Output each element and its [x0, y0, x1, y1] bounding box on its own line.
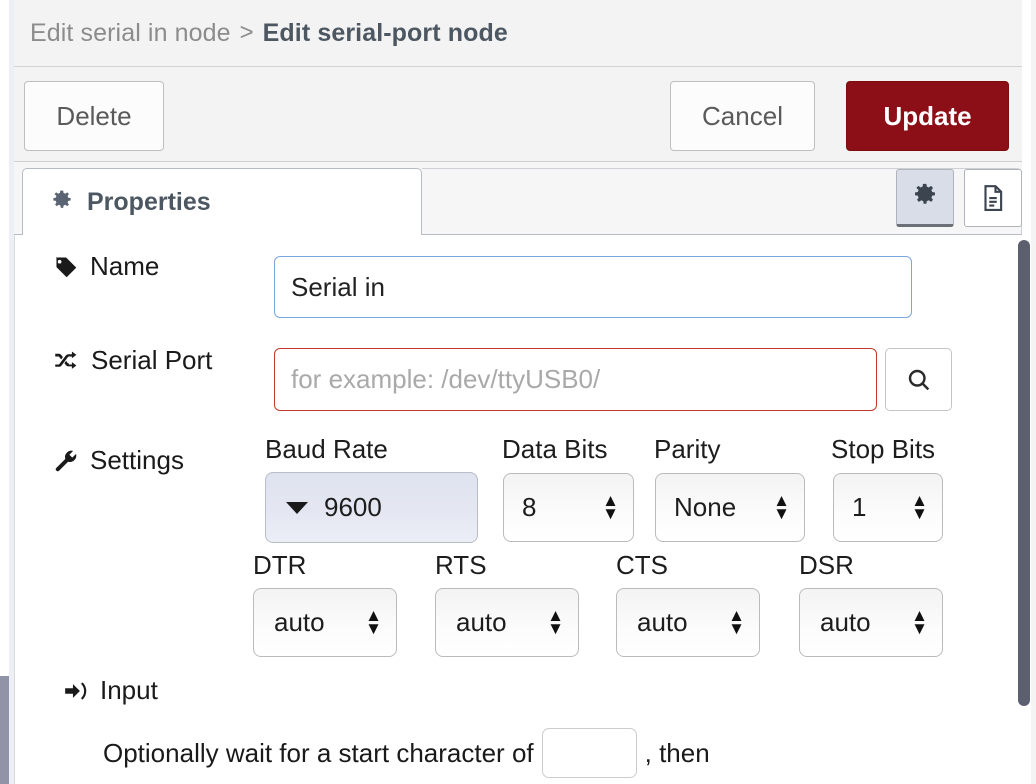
- shuffle-icon: [53, 347, 80, 374]
- spinner-arrows-icon[interactable]: ▲▼: [911, 491, 928, 523]
- properties-form: Name Serial Port: [14, 235, 1022, 784]
- update-button[interactable]: Update: [846, 81, 1009, 151]
- chevron-down-icon: [286, 501, 308, 514]
- dtr-value: auto: [274, 607, 325, 637]
- rts-label: RTS: [435, 550, 487, 580]
- left-scrollbar-thumb[interactable]: [0, 676, 9, 784]
- cancel-button[interactable]: Cancel: [670, 81, 815, 151]
- cts-spinner[interactable]: auto ▲▼: [616, 588, 760, 657]
- gear-icon: [910, 182, 940, 212]
- tab-properties[interactable]: Properties: [22, 168, 422, 235]
- parity-value: None: [674, 492, 737, 522]
- tab-strip: Properties: [14, 162, 1022, 235]
- serial-port-field-label: Serial Port: [53, 345, 212, 376]
- delete-button[interactable]: Delete: [24, 81, 164, 151]
- dialog-right-edge: [1031, 0, 1036, 784]
- stop-bits-label: Stop Bits: [831, 434, 936, 464]
- dtr-spinner[interactable]: auto ▲▼: [253, 588, 397, 657]
- parity-spinner[interactable]: None ▲▼: [655, 473, 805, 542]
- stop-bits-value: 1: [852, 492, 867, 522]
- tab-button-properties-gear[interactable]: [896, 169, 954, 227]
- gear-icon: [49, 189, 75, 215]
- breadcrumb-separator: >: [239, 19, 254, 46]
- breadcrumb-previous[interactable]: Edit serial in node: [30, 18, 231, 47]
- name-field-label: Name: [53, 251, 159, 282]
- dsr-label: DSR: [799, 550, 854, 580]
- name-label-text: Name: [90, 251, 160, 281]
- dtr-label: DTR: [253, 550, 307, 580]
- spinner-arrows-icon[interactable]: ▲▼: [602, 491, 619, 523]
- spinner-arrows-icon[interactable]: ▲▼: [773, 491, 790, 523]
- baud-rate-value: 9600: [324, 492, 382, 522]
- tab-properties-label: Properties: [87, 187, 211, 216]
- wrench-icon: [53, 448, 79, 474]
- start-character-row: Optionally wait for a start character of…: [103, 728, 710, 778]
- baud-rate-label: Baud Rate: [265, 434, 388, 464]
- data-bits-value: 8: [522, 492, 537, 522]
- rts-spinner[interactable]: auto ▲▼: [435, 588, 579, 657]
- name-input[interactable]: [274, 256, 912, 318]
- serial-port-search-button[interactable]: [885, 348, 952, 411]
- tag-icon: [53, 254, 79, 280]
- search-icon: [905, 366, 933, 394]
- start-character-text-after: , then: [644, 737, 710, 768]
- dialog-action-bar: Delete Cancel Update: [14, 67, 1022, 162]
- breadcrumb: Edit serial in node > Edit serial-port n…: [14, 0, 1022, 67]
- spinner-arrows-icon[interactable]: ▲▼: [365, 606, 382, 638]
- sign-in-icon: [63, 678, 89, 704]
- serial-port-input[interactable]: [274, 348, 877, 411]
- parity-label: Parity: [654, 434, 721, 464]
- spinner-arrows-icon[interactable]: ▲▼: [911, 606, 928, 638]
- start-character-text-before: Optionally wait for a start character of: [103, 737, 534, 768]
- dialog-left-edge: [9, 0, 14, 784]
- vertical-scrollbar-thumb[interactable]: [1018, 240, 1030, 706]
- document-icon: [978, 183, 1008, 213]
- breadcrumb-current: Edit serial-port node: [262, 18, 508, 47]
- spinner-arrows-icon[interactable]: ▲▼: [728, 606, 745, 638]
- settings-label-text: Settings: [90, 445, 184, 475]
- dsr-value: auto: [820, 607, 871, 637]
- tab-button-description-document[interactable]: [964, 169, 1022, 227]
- cts-value: auto: [637, 607, 688, 637]
- rts-value: auto: [456, 607, 507, 637]
- input-section-label: Input: [63, 675, 158, 706]
- cts-label: CTS: [616, 550, 668, 580]
- data-bits-spinner[interactable]: 8 ▲▼: [503, 473, 634, 542]
- start-character-input[interactable]: [541, 728, 637, 778]
- dsr-spinner[interactable]: auto ▲▼: [799, 588, 943, 657]
- data-bits-label: Data Bits: [502, 434, 608, 464]
- spinner-arrows-icon[interactable]: ▲▼: [547, 606, 564, 638]
- serial-port-label-text: Serial Port: [91, 345, 213, 375]
- baud-rate-dropdown[interactable]: 9600: [265, 472, 478, 543]
- input-section-label-text: Input: [100, 675, 158, 705]
- settings-field-label: Settings: [53, 445, 184, 476]
- stop-bits-spinner[interactable]: 1 ▲▼: [833, 473, 943, 542]
